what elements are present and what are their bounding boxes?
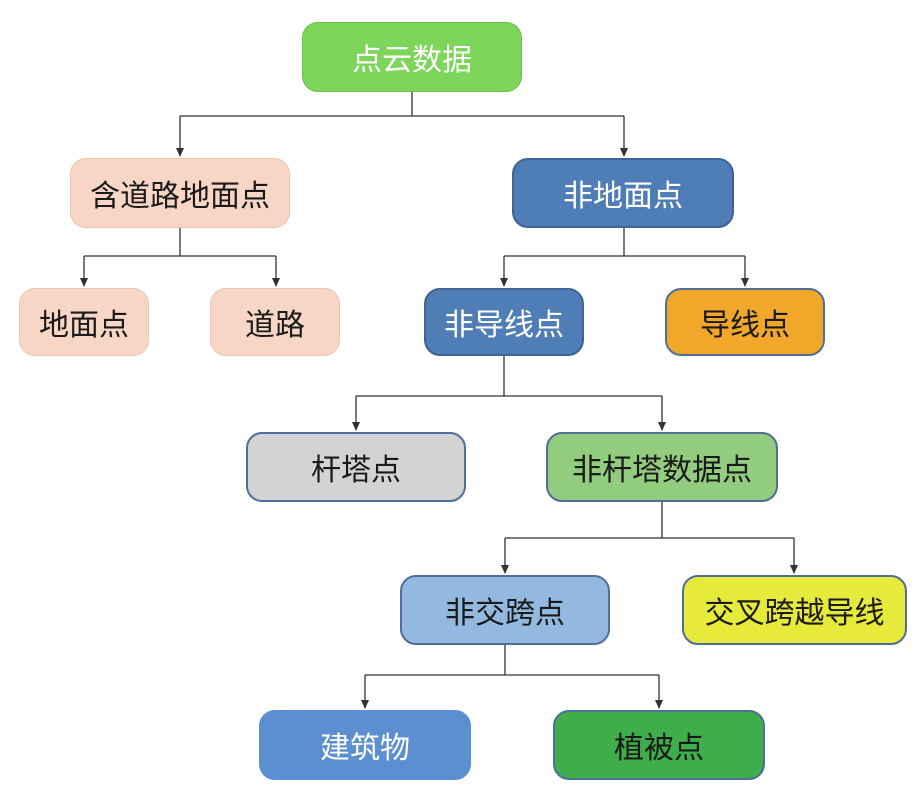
- node-road: 道路: [210, 288, 340, 356]
- edge-non-cross: [365, 645, 659, 676]
- node-tower: 杆塔点: [246, 432, 466, 502]
- node-label: 含道路地面点: [90, 179, 270, 214]
- node-label: 非导线点: [444, 308, 564, 343]
- node-building: 建筑物: [259, 710, 471, 780]
- node-label: 非交跨点: [445, 596, 565, 631]
- node-non-crossing: 非交跨点: [400, 575, 610, 645]
- node-label: 植被点: [614, 731, 704, 766]
- node-label: 非杆塔数据点: [572, 453, 752, 488]
- edge-non-tower: [505, 502, 794, 539]
- node-label: 交叉跨越导线: [704, 596, 885, 631]
- node-non-wire: 非导线点: [424, 288, 584, 356]
- edge-non-wire: [356, 356, 662, 397]
- node-label: 点云数据: [352, 43, 472, 78]
- node-ground-with-roads: 含道路地面点: [70, 158, 290, 228]
- node-label: 地面点: [39, 308, 129, 343]
- edge-non-ground: [504, 228, 745, 257]
- node-label: 道路: [245, 308, 305, 343]
- node-non-ground: 非地面点: [512, 158, 734, 228]
- node-ground: 地面点: [19, 288, 149, 356]
- node-non-tower: 非杆塔数据点: [546, 432, 778, 502]
- node-point-cloud-data: 点云数据: [302, 22, 522, 92]
- node-label: 杆塔点: [311, 453, 401, 488]
- node-vegetation: 植被点: [553, 710, 765, 780]
- edge-root: [180, 92, 624, 117]
- node-label: 建筑物: [320, 731, 410, 766]
- node-label: 导线点: [700, 308, 790, 343]
- node-wire: 导线点: [665, 288, 825, 356]
- node-crossing-wire: 交叉跨越导线: [682, 575, 907, 645]
- node-label: 非地面点: [563, 179, 683, 214]
- edge-road-ground: [84, 228, 276, 257]
